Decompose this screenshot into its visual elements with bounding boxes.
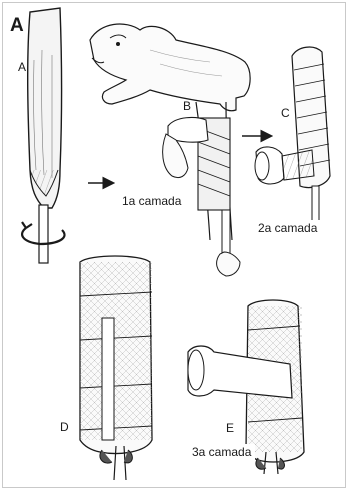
step-a-leg	[22, 8, 65, 263]
panel-label: A	[10, 16, 24, 35]
step-letter-c: C	[281, 107, 290, 119]
step-letter-e: E	[226, 422, 234, 434]
caption-layer-1: 1a camada	[118, 193, 185, 209]
caption-layer-3: 3a camada	[188, 444, 255, 460]
step-d-finished-bandage	[80, 256, 152, 480]
step-letter-b: B	[183, 100, 191, 112]
caption-layer-2: 2a camada	[254, 220, 321, 236]
dog-body	[90, 24, 250, 111]
step-letter-a: A	[18, 61, 26, 73]
step-b-bandaging	[163, 102, 240, 276]
step-letter-d: D	[60, 421, 69, 433]
